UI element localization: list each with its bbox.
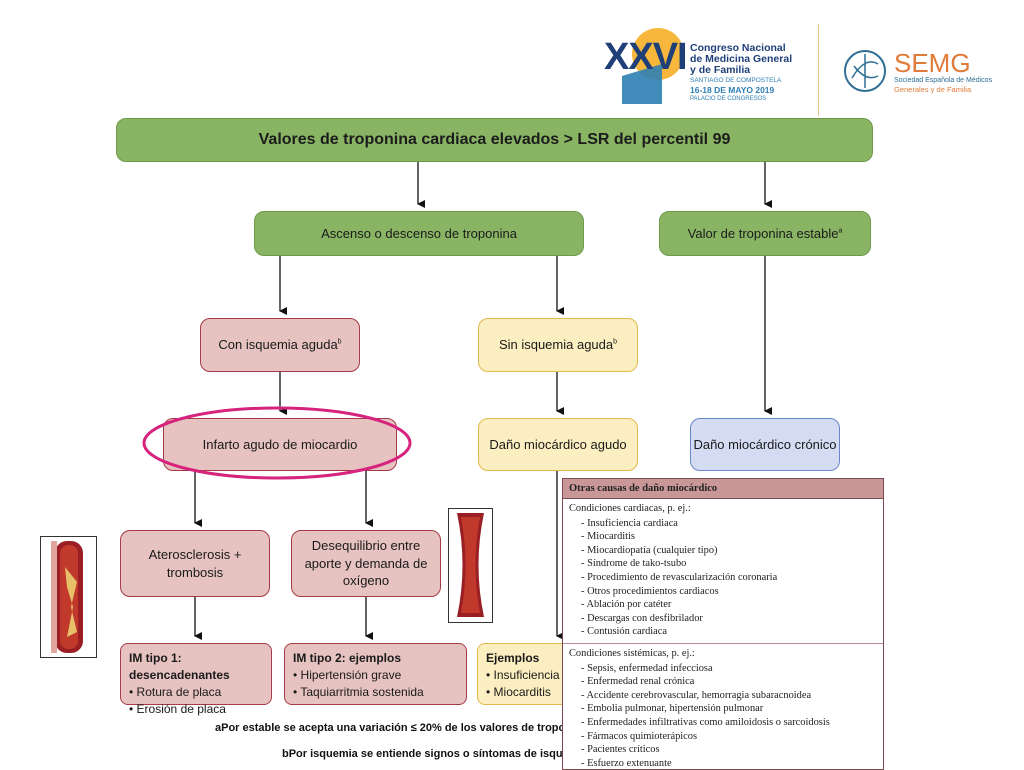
list-item: Hipertensión grave	[293, 667, 458, 684]
footnote-b: bPor isquemia se entiende signos o sínto…	[282, 748, 563, 760]
list-item: Enfermedad renal crónica	[569, 675, 877, 689]
other-causes-panel: Otras causas de daño miocárdico Condicio…	[562, 478, 884, 770]
list-item: Sepsis, enfermedad infecciosa	[569, 662, 877, 676]
cardiac-section: Condiciones cardiacas, p. ej.: Insuficie…	[563, 499, 883, 639]
artery-thrombosis-image	[40, 536, 97, 658]
list-item: Miocarditis	[486, 684, 588, 701]
type1-title: IM tipo 1: desencadenantes	[129, 651, 230, 682]
list-item: Rotura de placa	[129, 684, 263, 701]
list-item: Descargas con desfibrilador	[569, 612, 877, 626]
examples-title: Ejemplos	[486, 651, 540, 665]
flow-top-box: Valores de troponina cardiaca elevados >…	[116, 118, 873, 162]
panel-title: Otras causas de daño miocárdico	[563, 479, 883, 499]
header-divider	[818, 24, 819, 116]
congress-logo-mark	[622, 28, 684, 104]
flow-stable-box: Valor de troponina establea	[659, 211, 871, 256]
list-item: Pacientes críticos	[569, 743, 877, 757]
semg-sub1: Sociedad Española de Médicos	[894, 77, 993, 84]
congress-venue: PALACIO DE CONGRESOS	[690, 96, 767, 102]
list-item: Erosión de placa	[129, 701, 263, 718]
congress-roman: XXVI	[604, 36, 688, 78]
flow-iam-box: Infarto agudo de miocardio	[163, 418, 397, 471]
semg-sub2: Generales y de Familia	[894, 85, 972, 94]
list-item: Accidente cerebrovascular, hemorragia su…	[569, 689, 877, 703]
congress-title: Congreso Nacional de Medicina General y …	[690, 42, 793, 76]
list-item: Taquiarritmia sostenida	[293, 684, 458, 701]
list-item: Otros procedimientos cardiacos	[569, 585, 877, 599]
highlight-ellipse	[142, 406, 412, 480]
flow-ischemia-box: Con isquemia agudab	[200, 318, 360, 372]
congress-dates: 16-18 DE MAYO 2019	[690, 85, 775, 95]
list-item: Enfermedades infiltrativas como amiloido…	[569, 716, 877, 730]
list-item: Ablación por catéter	[569, 598, 877, 612]
flow-athero-box: Aterosclerosis + trombosis	[120, 530, 270, 597]
list-item: Insuficiencia c	[486, 667, 588, 684]
flow-acute-damage-box: Daño miocárdico agudo	[478, 418, 638, 471]
flow-rise-box: Ascenso o descenso de troponina	[254, 211, 584, 256]
type2-list: IM tipo 2: ejemplos Hipertensión grave T…	[284, 643, 467, 705]
list-item: Procedimiento de revascularización coron…	[569, 571, 877, 585]
list-item: Insuficiencia cardiaca	[569, 517, 877, 531]
type1-list: IM tipo 1: desencadenantes Rotura de pla…	[120, 643, 272, 716]
list-item: Esfuerzo extenuante	[569, 757, 877, 770]
congress-place: SANTIAGO DE COMPOSTELA	[690, 77, 782, 84]
footnote-a: aPor estable se acepta una variación ≤ 2…	[215, 722, 566, 734]
list-item: Miocarditis	[569, 530, 877, 544]
list-item: Síndrome de tako-tsubo	[569, 557, 877, 571]
cardiac-header: Condiciones cardiacas, p. ej.:	[569, 503, 691, 514]
flow-imbalance-box: Desequilibrio entre aporte y demanda de …	[291, 530, 441, 597]
semg-emblem-icon	[844, 50, 886, 92]
type2-title: IM tipo 2: ejemplos	[293, 651, 402, 665]
semg-name: SEMG	[894, 48, 971, 78]
list-item: Embolia pulmonar, hipertensión pulmonar	[569, 702, 877, 716]
flow-no-ischemia-box: Sin isquemia agudab	[478, 318, 638, 372]
list-item: Fármacos quimioterápicos	[569, 730, 877, 744]
artery-stenosis-image	[448, 508, 493, 623]
flow-chronic-damage-box: Daño miocárdico crónico	[690, 418, 840, 471]
list-item: Miocardiopatía (cualquier tipo)	[569, 544, 877, 558]
systemic-header: Condiciones sistémicas, p. ej.:	[569, 647, 695, 659]
list-item: Contusión cardiaca	[569, 625, 877, 639]
systemic-section: Condiciones sistémicas, p. ej.: Sepsis, …	[563, 644, 883, 770]
